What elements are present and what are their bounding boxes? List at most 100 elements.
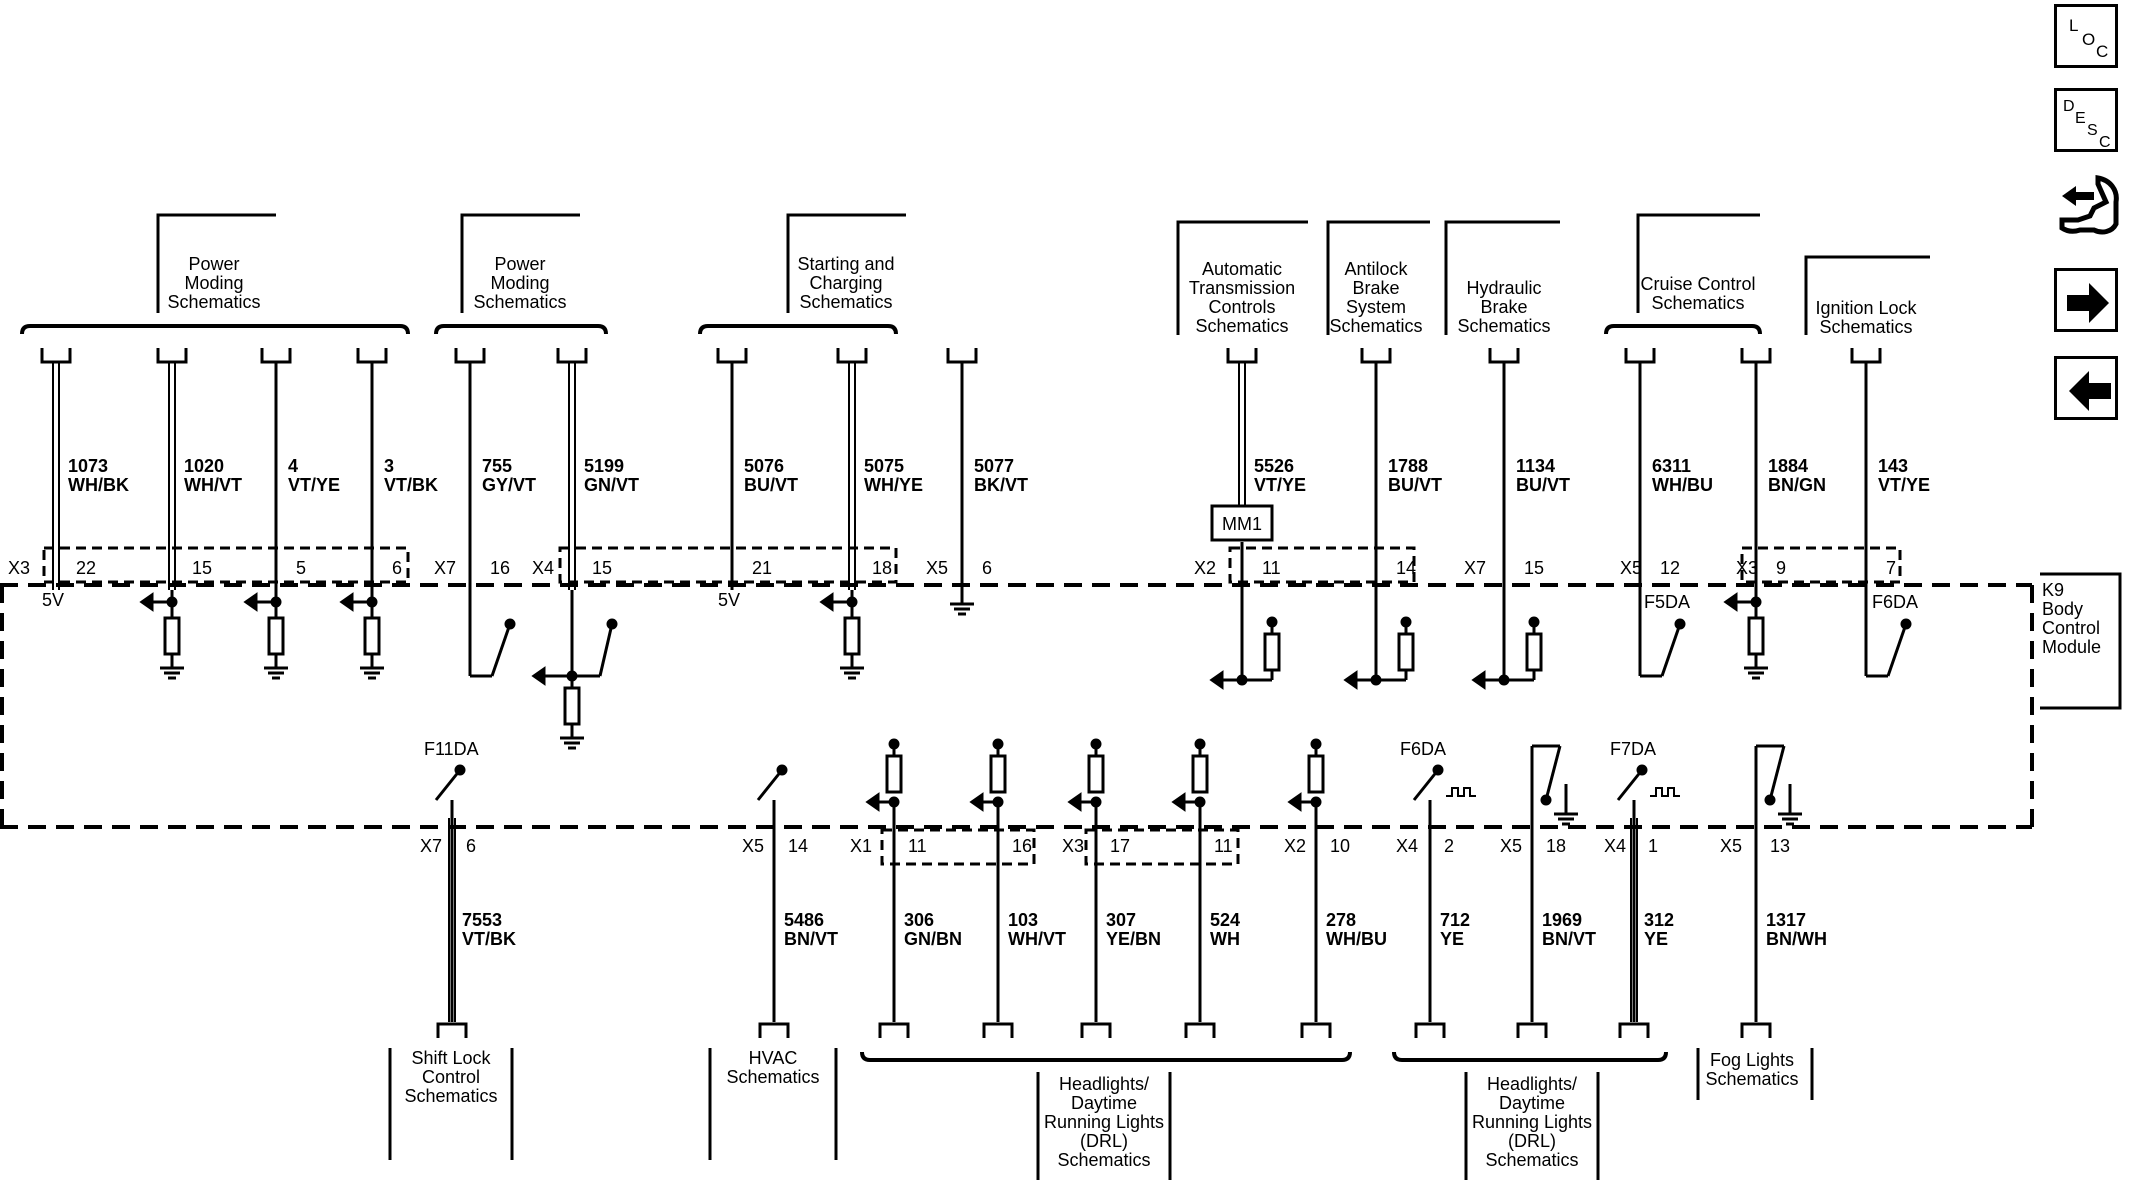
group-label: Schematics	[1057, 1150, 1150, 1170]
voltage-label: 5V	[718, 590, 740, 610]
switch-contact	[434, 769, 462, 801]
switch-contact	[1544, 745, 1562, 801]
switch-contact	[490, 623, 512, 677]
connector-id: X5	[926, 558, 948, 578]
switch-contact	[756, 769, 784, 801]
junction-dot	[1432, 764, 1444, 776]
resistor-symbol	[1191, 754, 1209, 794]
circuit-number: 5075	[864, 456, 904, 476]
connector-terminal	[1516, 1022, 1548, 1038]
circuit-number: 4	[288, 456, 298, 476]
circuit-number: 1317	[1766, 910, 1806, 930]
junction-dot	[1090, 738, 1102, 750]
group-label: Schematics	[1705, 1069, 1798, 1089]
junction-dot	[888, 738, 900, 750]
pin-number: 21	[752, 558, 772, 578]
connector-terminal	[946, 348, 978, 364]
pwm-signal-icon	[1446, 787, 1476, 797]
circuit-number: 1788	[1388, 456, 1428, 476]
pin-number: 14	[788, 836, 808, 856]
junction-dot	[1194, 738, 1206, 750]
switch-contact	[1768, 745, 1786, 801]
connector-id: X5	[742, 836, 764, 856]
module-name: K9	[2042, 580, 2064, 600]
circuit-number: 307	[1106, 910, 1136, 930]
circuit-number: 312	[1644, 910, 1674, 930]
group-label: Schematics	[1457, 316, 1550, 336]
connector-terminal	[1850, 348, 1882, 364]
loc-letter: C	[2096, 42, 2108, 61]
module-name: Module	[2042, 637, 2101, 657]
wire-color: VT/BK	[462, 929, 516, 949]
junction-dot	[1266, 616, 1278, 628]
connector-id: X2	[1284, 836, 1306, 856]
label-frame	[786, 213, 906, 313]
wire-color: YE	[1440, 929, 1464, 949]
wire-color: GY/VT	[482, 475, 536, 495]
group-label: Cruise Control	[1640, 274, 1755, 294]
connector-terminal	[1618, 1022, 1650, 1038]
switch-contact	[1412, 769, 1440, 801]
connector-terminal	[982, 1022, 1014, 1038]
connector-box	[42, 546, 410, 584]
connector-id: X3	[8, 558, 30, 578]
switch-contact	[598, 623, 614, 677]
pin-number: 10	[1330, 836, 1350, 856]
group-label: Headlights/	[1059, 1074, 1149, 1094]
circuit-number: 306	[904, 910, 934, 930]
resistor-symbol	[1087, 754, 1105, 794]
pin-number: 7	[1886, 558, 1896, 578]
device-label: F7DA	[1610, 739, 1656, 759]
circuit-number: 278	[1326, 910, 1356, 930]
group-label: Daytime	[1071, 1093, 1137, 1113]
junction-dot	[776, 764, 788, 776]
resistor-symbol	[267, 616, 285, 656]
wire-color: BU/VT	[1388, 475, 1442, 495]
resistor-symbol	[1525, 632, 1543, 672]
loc-button[interactable]: L O C	[2054, 4, 2118, 68]
desc-button[interactable]: D E S C	[2054, 88, 2118, 152]
pin-number: 17	[1110, 836, 1130, 856]
loc-letter: O	[2082, 30, 2095, 49]
connector-terminal	[1360, 348, 1392, 364]
wire-color: WH/BU	[1652, 475, 1713, 495]
junction-dot	[1540, 794, 1552, 806]
connector-id: X1	[850, 836, 872, 856]
connector-tool-button[interactable]	[2054, 172, 2120, 246]
connector-terminal	[836, 348, 868, 364]
voltage-label: 5V	[42, 590, 64, 610]
group-label: Headlights/	[1487, 1074, 1577, 1094]
connector-box	[1084, 828, 1240, 866]
device-label: F5DA	[1644, 592, 1690, 612]
junction-dot	[1636, 764, 1648, 776]
module-name: Control	[2042, 618, 2100, 638]
pin-number: 6	[392, 558, 402, 578]
pin-number: 18	[872, 558, 892, 578]
desc-letter: C	[2099, 134, 2111, 151]
group-label: Brake	[1480, 297, 1527, 317]
pin-number: 11	[1262, 558, 1281, 578]
wire-color: WH/YE	[864, 475, 923, 495]
desc-icon: D E S C	[2063, 98, 2111, 151]
next-page-button[interactable]	[2054, 268, 2118, 332]
circuit-number: 5526	[1254, 456, 1294, 476]
wire-color: YE	[1644, 929, 1668, 949]
wire-color: WH/VT	[1008, 929, 1066, 949]
group-label: Ignition Lock	[1815, 298, 1917, 318]
inline-connector-label: MM1	[1222, 514, 1262, 534]
junction-dot	[1310, 796, 1322, 808]
arrow-head-icon	[865, 792, 880, 812]
group-label: Daytime	[1499, 1093, 1565, 1113]
circuit-number: 1134	[1516, 456, 1555, 476]
group-label: Schematics	[1195, 316, 1288, 336]
connector-terminal	[1624, 348, 1656, 364]
pin-number: 9	[1776, 558, 1786, 578]
previous-page-button[interactable]	[2054, 356, 2118, 420]
group-label: Automatic	[1202, 259, 1282, 279]
junction-dot	[1528, 616, 1540, 628]
junction-dot	[992, 796, 1004, 808]
arrow-right-icon	[2067, 283, 2109, 323]
wire-color: YE/BN	[1106, 929, 1161, 949]
circuit-number: 524	[1210, 910, 1240, 930]
group-label: Charging	[809, 273, 882, 293]
